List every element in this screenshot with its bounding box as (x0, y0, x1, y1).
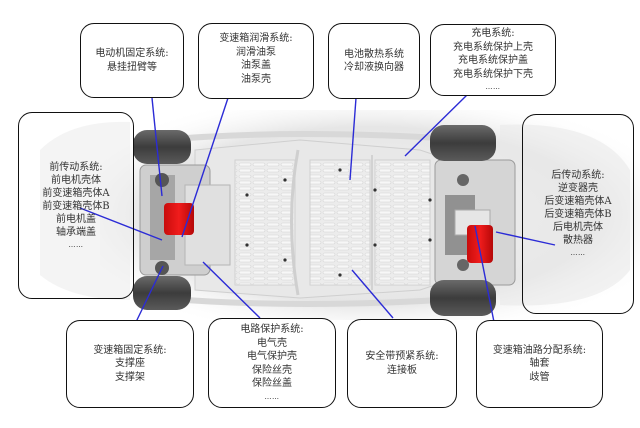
callout-item: 前电机盖 (56, 213, 96, 225)
callout-title: 前传动系统: (49, 161, 103, 173)
callout-item: 前变速箱壳体A (42, 187, 110, 199)
callout-ellipsis: …… (485, 83, 501, 91)
callout-item: 前电机壳体 (51, 174, 101, 186)
callout-title: 变速箱油路分配系统: (492, 344, 587, 356)
callout-title: 电池散热系统 (344, 48, 404, 60)
callout-item: 支撑座 (115, 358, 145, 370)
callout-ellipsis: …… (570, 249, 586, 257)
callout-circuit-protection: 电路保护系统: 电气壳 电气保护壳 保险丝壳 保险丝盖 …… (208, 318, 336, 408)
callout-rear-drive: 后传动系统: 逆变器壳 后变速箱壳体A 后变速箱壳体B 后电机壳体 散热器 …… (522, 114, 634, 314)
callout-gearbox-lubrication: 变速箱润滑系统: 润滑油泵 油泵盖 油泵壳 (198, 23, 314, 99)
callout-item: 轴套 (529, 358, 550, 370)
callout-item: 电气保护壳 (247, 351, 297, 363)
callout-charging-system: 充电系统: 充电系统保护上壳 充电系统保护盖 充电系统保护下壳 …… (430, 24, 556, 96)
callout-item: 后变速箱壳体A (544, 196, 612, 207)
front-motor-highlight (164, 203, 194, 235)
callout-title: 充电系统: (471, 28, 515, 39)
callout-item: 润滑油泵 (236, 46, 276, 58)
callout-item: 后电机壳体 (553, 222, 603, 233)
callout-motor-mount: 电动机固定系统: 悬挂扭臂等 (80, 23, 184, 98)
callout-battery-cooling: 电池散热系统 冷却液换向器 (328, 23, 420, 99)
callout-item: 充电系统保护上壳 (453, 41, 533, 53)
callout-item: 油泵盖 (241, 60, 271, 71)
callout-gearbox-oil-distribution: 变速箱油路分配系统: 轴套 歧管 (476, 320, 603, 408)
callout-item: 冷却液换向器 (344, 62, 404, 73)
callout-ellipsis: …… (68, 240, 84, 249)
callout-item: 前变速箱壳体B (42, 200, 110, 212)
callout-item: 支撑架 (115, 371, 145, 383)
callout-title: 变速箱润滑系统: (219, 33, 293, 44)
callout-item: 充电系统保护盖 (458, 55, 528, 66)
callout-item: 悬挂扭臂等 (107, 61, 157, 73)
callout-item: 歧管 (529, 371, 550, 383)
callout-title: 电路保护系统: (240, 324, 304, 336)
callout-item: 逆变器壳 (558, 183, 598, 194)
rear-motor-highlight (467, 225, 493, 263)
callout-title: 电动机固定系统: (95, 48, 169, 59)
callout-item: 连接板 (387, 364, 417, 376)
callout-item: 油泵壳 (241, 73, 271, 85)
callout-item: 电气壳 (257, 337, 287, 349)
callout-item: 充电系统保护下壳 (453, 68, 533, 80)
callout-seatbelt-pretensioner: 安全带预紧系统: 连接板 (347, 319, 457, 408)
callout-item: 保险丝盖 (252, 378, 292, 390)
callout-title: 后传动系统: (551, 170, 605, 181)
callout-title: 安全带预紧系统: (365, 351, 439, 362)
callout-title: 变速箱固定系统: (93, 344, 167, 356)
callout-ellipsis: …… (264, 392, 280, 401)
callout-item: 后变速箱壳体B (544, 209, 612, 220)
callout-item: 保险丝壳 (252, 364, 292, 376)
callout-front-drive: 前传动系统: 前电机壳体 前变速箱壳体A 前变速箱壳体B 前电机盖 轴承端盖 …… (18, 112, 134, 299)
callout-gearbox-mount: 变速箱固定系统: 支撑座 支撑架 (66, 320, 194, 408)
callout-item: 散热器 (563, 235, 593, 246)
callout-item: 轴承端盖 (56, 226, 96, 238)
